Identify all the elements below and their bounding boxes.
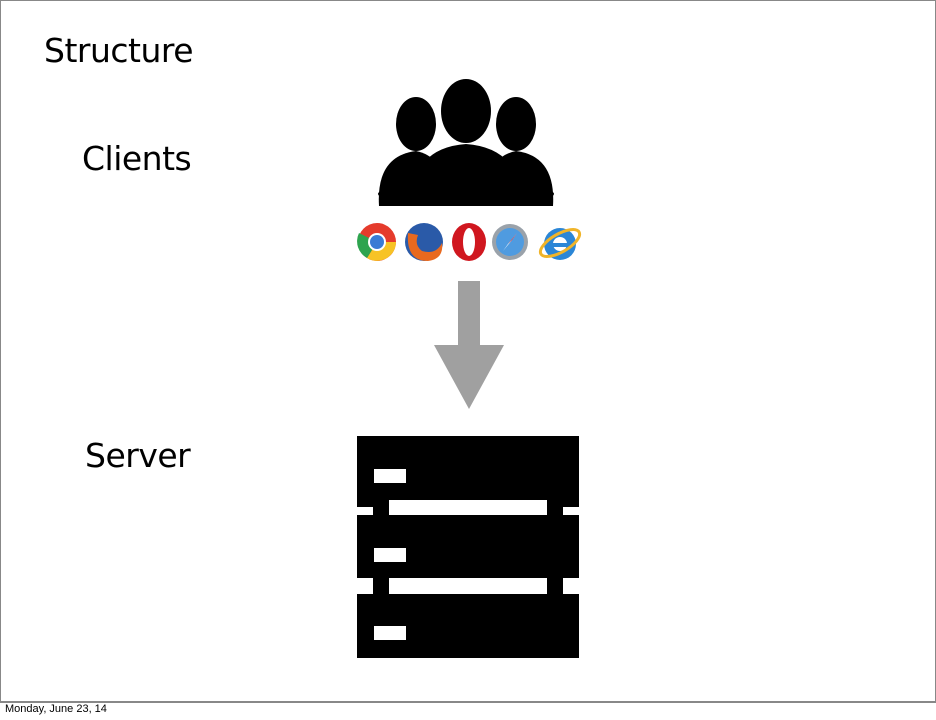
server-label: Server xyxy=(85,436,191,475)
down-arrow xyxy=(434,281,504,409)
safari-icon xyxy=(492,224,528,260)
server-icon xyxy=(357,436,579,658)
browser-icons xyxy=(357,223,582,261)
slide: Structure Clients Server xyxy=(0,0,936,703)
clients-label: Clients xyxy=(82,139,192,178)
opera-icon xyxy=(452,223,486,261)
firefox-icon xyxy=(405,223,443,261)
users-group-icon xyxy=(378,79,554,206)
chrome-icon xyxy=(357,223,396,261)
internet-explorer-icon xyxy=(538,228,582,260)
footer-date: Monday, June 23, 14 xyxy=(5,703,107,715)
slide-title: Structure xyxy=(44,31,194,70)
